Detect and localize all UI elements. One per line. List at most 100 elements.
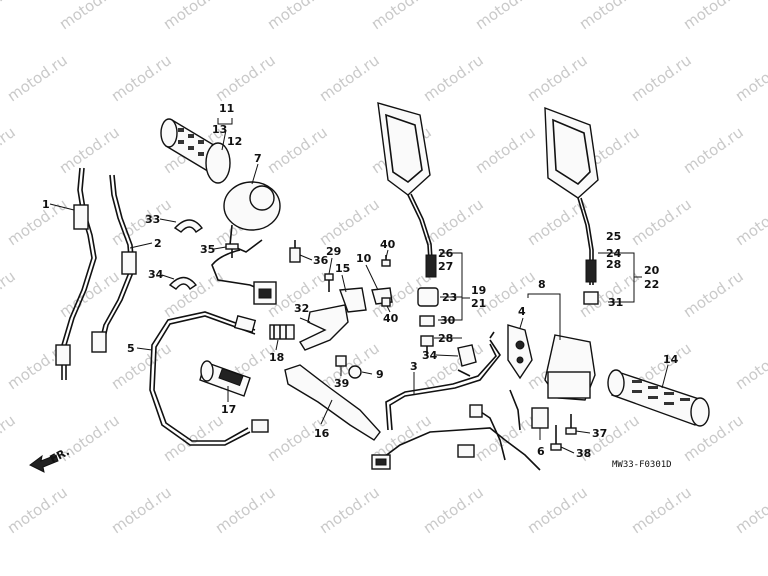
throttle-housing — [211, 181, 281, 305]
nut-9 — [348, 365, 362, 379]
watermark-text: motod.ru — [212, 483, 279, 537]
watermark-text: motod.ru — [680, 0, 747, 33]
label-9: 9 — [376, 368, 384, 381]
watermark-text: motod.ru — [524, 195, 591, 249]
bolt-28 — [420, 335, 434, 356]
left-grip-17 — [199, 360, 251, 397]
watermark-text: motod.ru — [316, 195, 383, 249]
label-5: 5 — [127, 342, 135, 355]
screw-36 — [289, 240, 301, 263]
watermark-text: motod.ru — [420, 483, 487, 537]
screw-38 — [550, 425, 562, 451]
label-33: 33 — [145, 213, 160, 226]
label-13: 13 — [212, 123, 227, 136]
label-24: 24 — [606, 247, 622, 260]
watermark-text: motod.ru — [680, 123, 747, 177]
watermark-text: motod.ru — [628, 483, 695, 537]
watermark-text: motod.ru — [264, 0, 331, 33]
label-12: 12 — [227, 135, 242, 148]
label-27: 27 — [438, 260, 453, 273]
watermark-text: motod.ru — [160, 0, 227, 33]
watermark-text: motod.ru — [628, 195, 695, 249]
label-10: 10 — [356, 252, 372, 265]
watermark-text: motod.ru — [0, 123, 19, 177]
watermark-text: motod.ru — [732, 483, 768, 537]
part-labels: 1 2 3 4 5 6 7 8 9 10 11 12 13 14 15 16 1… — [42, 102, 679, 470]
throttle-grip — [160, 118, 231, 184]
nut-30 — [419, 315, 435, 327]
watermark-text: motod.ru — [108, 51, 175, 105]
label-14: 14 — [663, 353, 679, 366]
watermark-text: motod.ru — [160, 411, 227, 465]
switch-6 — [531, 407, 549, 429]
label-11: 11 — [219, 102, 234, 115]
diagram-code: MW33-F0301D — [612, 460, 672, 470]
mirror-adaptor-23 — [417, 287, 439, 307]
watermark-text: motod.ru — [732, 51, 768, 105]
label-39: 39 — [334, 377, 349, 390]
parts-drawings — [29, 102, 710, 473]
bracket-32 — [298, 304, 349, 351]
label-8: 8 — [538, 278, 546, 291]
clamp-34 — [168, 276, 198, 290]
label-2: 2 — [154, 237, 162, 250]
watermark-text: motod.ru — [524, 51, 591, 105]
watermark-text: motod.ru — [680, 267, 747, 321]
watermark-text: motod.ru — [316, 51, 383, 105]
label-4: 4 — [518, 305, 526, 318]
screw-35 — [225, 243, 239, 258]
label-23: 23 — [442, 291, 457, 304]
label-1: 1 — [42, 198, 50, 211]
watermark-text: motod.ru — [732, 339, 768, 393]
label-30: 30 — [440, 314, 456, 327]
label-28b: 28 — [606, 258, 621, 271]
watermark-text: motod.ru — [472, 411, 539, 465]
watermark-text: motod.ru — [56, 123, 123, 177]
watermark-text: motod.ru — [420, 339, 487, 393]
watermark-text: motod.ru — [56, 0, 123, 33]
label-38: 38 — [576, 447, 591, 460]
label-40: 40 — [380, 238, 396, 251]
watermark-text: motod.ru — [472, 123, 539, 177]
label-34b: 34 — [422, 349, 438, 362]
clutch-lever — [284, 364, 381, 441]
watermark-text: motod.ru — [4, 483, 71, 537]
front-direction-arrow — [29, 454, 59, 473]
throttle-cable-1 — [55, 167, 97, 380]
label-26: 26 — [438, 247, 454, 260]
label-18: 18 — [269, 351, 284, 364]
bracket-15 — [339, 287, 367, 313]
watermark-text: motod.ru — [56, 267, 123, 321]
label-40b: 40 — [383, 312, 399, 325]
clutch-cable — [149, 311, 269, 446]
label-7: 7 — [254, 152, 262, 165]
label-32: 32 — [294, 302, 309, 315]
left-mirror — [377, 102, 437, 278]
clip-34-right — [457, 344, 477, 367]
label-19: 19 — [471, 284, 486, 297]
label-31: 31 — [608, 296, 623, 309]
label-25: 25 — [606, 230, 621, 243]
bolt-40b — [381, 297, 391, 307]
watermark-text: motod.ru — [4, 51, 71, 105]
label-21: 21 — [471, 297, 486, 310]
watermark-text: motod.ru — [732, 195, 768, 249]
watermark-text: motod.ru — [420, 51, 487, 105]
label-37: 37 — [592, 427, 607, 440]
watermark-text: motod.ru — [0, 267, 19, 321]
watermark-text: motod.ru — [0, 411, 19, 465]
watermark-text: motod.ru — [264, 123, 331, 177]
label-22: 22 — [644, 278, 659, 291]
screw-37 — [565, 414, 577, 435]
watermark-text: motod.ru — [628, 51, 695, 105]
watermark-text: motod.ru — [524, 483, 591, 537]
watermark-text: motod.ru — [108, 483, 175, 537]
cable-end-pieces — [457, 331, 495, 377]
watermark-text: motod.ru — [0, 0, 19, 33]
label-36: 36 — [313, 254, 329, 267]
label-16: 16 — [314, 427, 330, 440]
switch-18 — [269, 324, 295, 340]
label-35: 35 — [200, 243, 215, 256]
label-34: 34 — [148, 268, 164, 281]
